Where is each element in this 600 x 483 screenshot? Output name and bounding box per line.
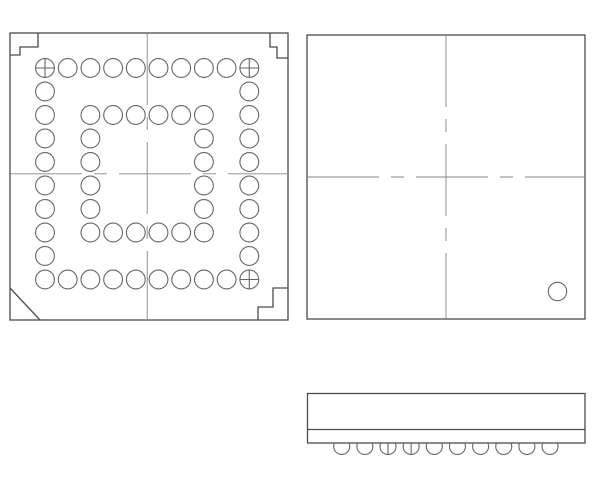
- solder-ball: [333, 443, 351, 456]
- solder-ball-pad: [193, 199, 214, 219]
- side-profile-view: [306, 392, 586, 456]
- solder-ball-pad: [80, 128, 101, 149]
- solder-ball: [356, 443, 374, 456]
- solder-ball-pad: [35, 175, 55, 196]
- solder-ball-pad: [239, 128, 260, 149]
- corner-step-bottom-right: [257, 287, 288, 320]
- solder-ball-pad: [80, 152, 101, 172]
- solder-balls-group: [333, 443, 559, 456]
- solder-ball-pad: [193, 58, 214, 78]
- solder-ball: [448, 443, 466, 456]
- solder-ball-pad: [148, 269, 169, 290]
- pin1-indicator-circle: [547, 281, 568, 302]
- solder-ball-pad: [80, 269, 101, 290]
- solder-ball-pad: [35, 222, 55, 243]
- solder-ball: [425, 443, 443, 456]
- solder-ball-pad: [193, 128, 214, 149]
- pin1-chamfer: [9, 287, 41, 321]
- solder-ball-pad: [239, 175, 260, 196]
- solder-ball-pad: [57, 269, 78, 290]
- solder-ball-pad: [148, 222, 169, 243]
- solder-ball-pad: [103, 58, 124, 78]
- solder-ball-pad: [35, 81, 55, 102]
- solder-ball-pad: [239, 105, 260, 125]
- package-outline: [9, 32, 289, 321]
- solder-ball-pad: [35, 199, 55, 219]
- solder-ball-pad: [80, 105, 101, 125]
- solder-ball-pad: [125, 269, 146, 290]
- solder-ball-pad: [193, 222, 214, 243]
- solder-ball-pad: [35, 246, 55, 266]
- solder-ball-pad: [80, 58, 101, 78]
- solder-ball-pad: [103, 222, 124, 243]
- bottom-view-ball-grid: [9, 32, 289, 321]
- solder-ball-pad: [80, 175, 101, 196]
- solder-ball-pad: [125, 222, 146, 243]
- solder-ball-pad: [148, 105, 169, 125]
- solder-ball-pad: [171, 222, 192, 243]
- solder-ball: [541, 443, 559, 456]
- corner-step-top-left: [10, 33, 39, 56]
- solder-ball-pad: [171, 105, 192, 125]
- solder-ball-pad: [193, 175, 214, 196]
- solder-ball-pad: [35, 128, 55, 149]
- solder-ball-pad: [216, 269, 237, 290]
- solder-ball-pad: [216, 58, 237, 78]
- solder-ball-pad: [171, 58, 192, 78]
- solder-ball-pad: [193, 105, 214, 125]
- solder-ball-pad: [125, 105, 146, 125]
- solder-ball-pad: [125, 58, 146, 78]
- solder-ball: [472, 443, 490, 456]
- solder-ball-pad: [239, 222, 260, 243]
- top-view: [306, 34, 586, 320]
- solder-ball-pad: [35, 152, 55, 172]
- package-body: [306, 392, 586, 444]
- solder-ball-pad: [80, 222, 101, 243]
- solder-ball-pad: [35, 105, 55, 125]
- solder-ball: [495, 443, 513, 456]
- solder-ball-pad: [35, 269, 55, 290]
- solder-ball-pad: [80, 199, 101, 219]
- solder-ball-pad: [239, 246, 260, 266]
- corner-step-top-right: [269, 33, 288, 59]
- solder-ball-pad: [57, 58, 78, 78]
- solder-ball-pad: [239, 152, 260, 172]
- solder-ball-pad: [193, 269, 214, 290]
- solder-ball-pad: [171, 269, 192, 290]
- solder-ball: [518, 443, 536, 456]
- solder-ball-pad: [193, 152, 214, 172]
- solder-ball-pad: [103, 269, 124, 290]
- solder-ball-pad: [239, 81, 260, 102]
- solder-ball-pad: [148, 58, 169, 78]
- solder-ball-pad: [103, 105, 124, 125]
- solder-ball-pad: [239, 199, 260, 219]
